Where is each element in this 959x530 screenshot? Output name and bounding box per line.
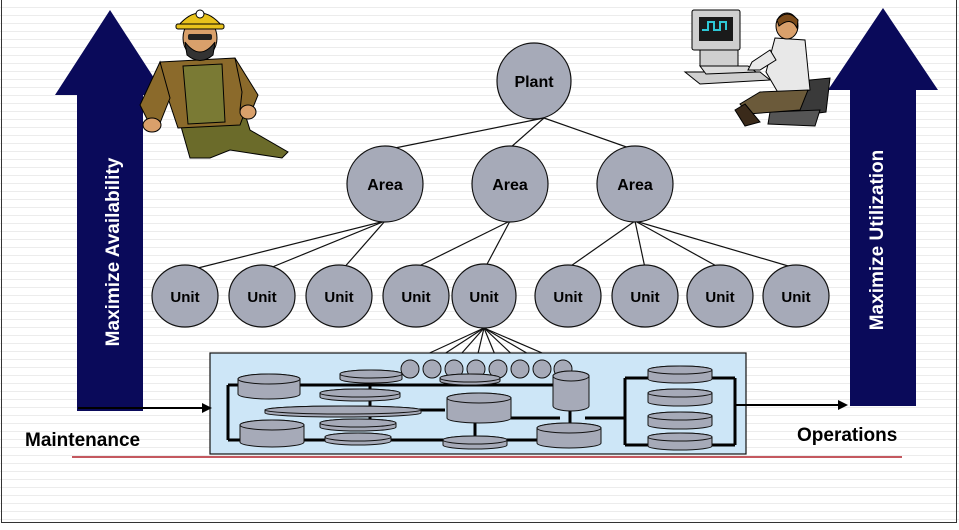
- unit-node-label: Unit: [469, 289, 498, 306]
- utilization-arrow-label: Maximize Utilization: [867, 150, 888, 331]
- unit-node-label: Unit: [247, 289, 276, 306]
- plant-node-label: Plant: [514, 74, 554, 91]
- unit-node: Unit: [151, 264, 219, 328]
- operator-at-computer-icon: [683, 9, 831, 127]
- operations-label: Operations: [797, 425, 897, 446]
- unit-node: Unit: [611, 264, 679, 328]
- utilization-arrow: Maximize Utilization: [828, 8, 938, 406]
- unit-node-label: Unit: [781, 289, 810, 306]
- unit-node-label: Unit: [553, 289, 582, 306]
- maintenance-flow-arrow: [78, 403, 212, 413]
- availability-arrow-label: Maximize Availability: [103, 157, 124, 346]
- unit-node-label: Unit: [324, 289, 353, 306]
- unit-node: Unit: [762, 264, 830, 328]
- unit-node-label: Unit: [401, 289, 430, 306]
- unit-node: Unit: [534, 264, 602, 328]
- unit-node: Unit: [451, 263, 517, 329]
- maintenance-worker-icon: [139, 9, 289, 159]
- unit-node: Unit: [305, 264, 373, 328]
- operations-flow-arrow: [735, 400, 848, 410]
- area-node: Area: [596, 145, 674, 223]
- area-node-label: Area: [492, 177, 528, 194]
- area-node: Area: [471, 145, 549, 223]
- area-node-label: Area: [617, 177, 653, 194]
- unit-node-label: Unit: [630, 289, 659, 306]
- area-node: Area: [346, 145, 424, 223]
- plant-node: Plant: [496, 42, 572, 120]
- unit-node-label: Unit: [170, 289, 199, 306]
- availability-arrow: Maximize Availability: [55, 10, 165, 411]
- unit-node: Unit: [382, 264, 450, 328]
- maintenance-label: Maintenance: [25, 430, 140, 451]
- unit-node: Unit: [228, 264, 296, 328]
- unit-node: Unit: [686, 264, 754, 328]
- process-schematic: [209, 352, 747, 455]
- area-node-label: Area: [367, 177, 403, 194]
- unit-node-label: Unit: [705, 289, 734, 306]
